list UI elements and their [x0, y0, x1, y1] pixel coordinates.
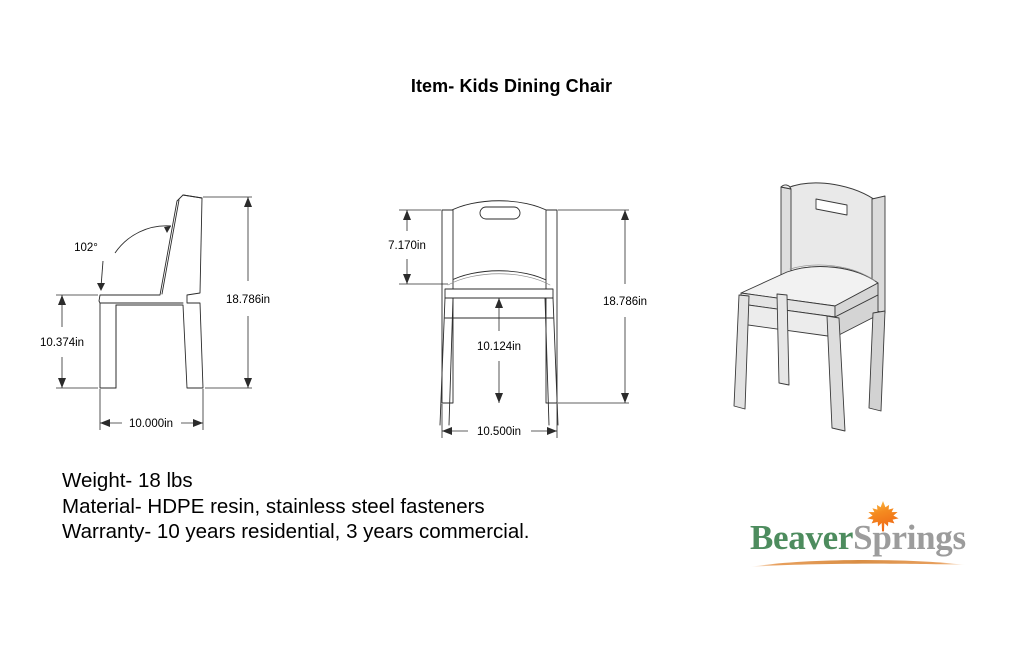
iso-seat-contour: [789, 264, 876, 282]
logo-wordmark: BeaverSprings: [750, 518, 966, 558]
dim-arrow-bottom: [403, 274, 411, 284]
dim-arrow-top: [621, 210, 629, 220]
isometric-perspective-view: [715, 165, 925, 455]
side-elevation-view: 102° 18.786in 10.374in: [40, 175, 310, 445]
brand-logo: BeaverSprings: [742, 498, 972, 580]
dim-arrow-bottom: [58, 378, 66, 388]
spec-weight: Weight- 18 lbs: [62, 469, 193, 492]
dim-arrow-bottom: [244, 378, 252, 388]
page-title: Item- Kids Dining Chair: [410, 76, 613, 96]
angle-arrow-head-bottom: [97, 283, 105, 291]
dimension-label-angle: 102°: [74, 242, 98, 254]
maple-leaf-icon: [867, 501, 899, 532]
specifications-block: Weight- 18 lbs Material- HDPE resin, sta…: [62, 468, 529, 545]
iso-rear-post-left-cap: [780, 184, 792, 190]
dim-arrow-top: [403, 210, 411, 220]
dim-arrow-right: [547, 427, 557, 435]
seat-slab: [444, 288, 554, 299]
iso-handle-slot: [815, 198, 848, 216]
spec-warranty: Warranty- 10 years residential, 3 years …: [62, 520, 530, 543]
swoosh-shape: [750, 559, 966, 567]
logo-word-beaver: Beaver: [750, 518, 854, 557]
handle-slot: [479, 206, 521, 220]
maple-leaf-shape: [867, 501, 899, 532]
dimension-depth: [99, 389, 204, 430]
dim-arrow-right: [193, 419, 203, 427]
dim-arrow-top: [58, 295, 66, 305]
front-leg-left: [439, 297, 446, 426]
front-leg-right: [552, 297, 559, 426]
dimension-label-front-seat-height: 10.124in: [477, 341, 521, 353]
iso-leg-front-right: [826, 315, 846, 432]
dimension-angle-102: [100, 225, 172, 288]
dimension-label-depth: 10.000in: [129, 418, 173, 430]
dim-arrow-left: [100, 419, 110, 427]
iso-leg-rear-right: [868, 310, 886, 412]
front-leg-left-inner: [448, 297, 454, 426]
dim-arrow-top: [495, 298, 503, 308]
dimension-label-seat-height: 10.374in: [40, 337, 84, 349]
backrest-top-cap: [182, 194, 203, 199]
logo-swoosh-icon: [750, 559, 966, 567]
dim-arrow-left: [442, 427, 452, 435]
dimension-overall-height: [203, 196, 252, 389]
back-post-left: [441, 209, 454, 404]
angle-arc: [114, 225, 172, 254]
iso-leg-front-left: [733, 294, 750, 410]
backrest-inner-edge: [161, 199, 180, 295]
chair-side-profile: [98, 194, 204, 389]
angle-arrow-head-top: [164, 226, 171, 233]
dimension-label-width: 10.500in: [477, 426, 521, 438]
spec-material: Material- HDPE resin, stainless steel fa…: [62, 494, 485, 518]
dimension-label-front-overall-height: 18.786in: [603, 296, 647, 308]
backrest-lower-contour: [447, 273, 551, 286]
dimension-front-overall-height: [558, 209, 629, 404]
dim-arrow-bottom: [621, 393, 629, 403]
dim-arrow-top: [244, 197, 252, 207]
dimension-label-backrest-height: 7.170in: [388, 240, 426, 252]
front-leg-right-inner: [544, 297, 550, 426]
angle-leader: [100, 260, 104, 288]
dimension-label-overall-height: 18.786in: [226, 294, 270, 306]
logo-word-springs: Springs: [853, 518, 966, 557]
dim-arrow-bottom: [495, 393, 503, 403]
front-elevation-view: 7.170in 10.124in 18.786in: [375, 185, 675, 450]
iso-leg-rear-left: [776, 293, 790, 386]
